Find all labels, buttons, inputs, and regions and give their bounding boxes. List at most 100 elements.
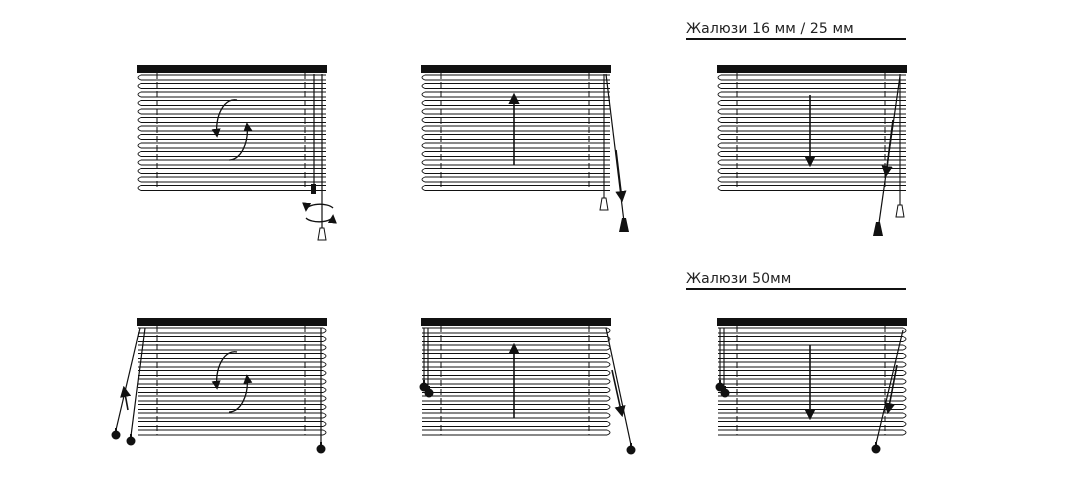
cord-tassel-icon: [873, 222, 883, 236]
rotate-arrows-icon: [228, 374, 253, 413]
slat: [718, 336, 907, 342]
slat: [421, 83, 610, 89]
slat: [138, 378, 327, 385]
slat: [718, 361, 907, 368]
slat: [717, 83, 906, 89]
slat: [718, 404, 907, 410]
slat: [421, 185, 610, 191]
slat: [421, 74, 610, 81]
headrail: [137, 65, 327, 73]
slat: [421, 100, 610, 106]
headrail: [717, 65, 907, 73]
slat: [137, 151, 326, 157]
cord-tassel-icon: [895, 204, 905, 218]
slat: [138, 429, 327, 436]
slat: [138, 387, 327, 393]
slat: [137, 134, 326, 140]
panel-raise-50mm: [419, 318, 636, 455]
slat: [422, 412, 611, 419]
slat: [718, 370, 907, 376]
slat: [718, 387, 907, 393]
slat: [718, 412, 907, 419]
headrail: [421, 318, 611, 326]
slat: [421, 159, 610, 166]
panel-raise: [421, 65, 629, 232]
slat: [137, 117, 326, 123]
headrail: [717, 318, 907, 326]
slat: [718, 395, 907, 402]
slat: [421, 176, 610, 183]
slat: [421, 134, 610, 140]
slat: [717, 159, 906, 166]
slat: [422, 353, 611, 359]
pull-down-arrow-icon: [615, 149, 627, 203]
slat: [717, 142, 906, 149]
slat: [717, 108, 906, 115]
tilt-cord: [115, 327, 141, 431]
cord-knob-icon: [126, 436, 136, 446]
pull-cord-arrow-icon: [881, 119, 894, 178]
rotate-arrows-icon: [211, 99, 238, 138]
panel-tilt-wand: [137, 65, 337, 241]
slat: [422, 429, 611, 436]
cord-tassel-icon: [619, 218, 629, 232]
slat: [421, 91, 610, 98]
slat: [717, 185, 906, 191]
slat: [422, 378, 611, 385]
wand-twist-arrow-icon: [302, 202, 334, 212]
slat: [718, 327, 907, 334]
slat: [717, 100, 906, 106]
cord-knob-icon: [871, 444, 881, 454]
slat: [422, 404, 611, 410]
slat: [717, 91, 906, 98]
cord-knob-icon: [626, 445, 636, 455]
slat: [137, 74, 326, 81]
rotate-arrows-icon: [228, 122, 253, 161]
panel-tilt-cords: [111, 318, 327, 454]
slat: [421, 125, 610, 132]
slat: [421, 117, 610, 123]
cord-knob-icon: [316, 444, 326, 454]
slat: [137, 142, 326, 149]
slat: [421, 142, 610, 149]
slat: [138, 327, 327, 334]
slat: [421, 168, 610, 174]
slat: [137, 168, 326, 174]
slat: [137, 91, 326, 98]
headrail: [137, 318, 327, 326]
slat: [137, 185, 326, 191]
slat: [138, 404, 327, 410]
tilt-cord: [130, 327, 146, 437]
slat: [137, 159, 326, 166]
slat: [138, 412, 327, 419]
slat: [422, 361, 611, 368]
rotate-arrows-icon: [211, 351, 238, 390]
cord-knob-icon: [424, 388, 434, 398]
slat: [422, 327, 611, 334]
cord-knob-icon: [111, 430, 121, 440]
slat: [717, 168, 906, 174]
panel-lower: [717, 65, 907, 236]
slat: [138, 361, 327, 368]
slat: [137, 108, 326, 115]
pull-cord-arrow-icon: [884, 364, 898, 415]
slat: [718, 421, 907, 427]
slat: [718, 429, 907, 436]
slat: [138, 353, 327, 359]
slat: [717, 125, 906, 132]
slat: [137, 100, 326, 106]
cord-knob-icon: [419, 382, 429, 392]
slat: [138, 370, 327, 376]
wand-twist-arrow-icon: [305, 214, 337, 224]
slat: [718, 344, 907, 351]
slat: [717, 74, 906, 81]
slat: [421, 108, 610, 115]
slat: [717, 151, 906, 157]
slat: [138, 336, 327, 342]
headrail: [421, 65, 611, 73]
slat: [422, 395, 611, 402]
caption-blinds-16-25mm: Жалюзи 16 мм / 25 мм: [686, 21, 854, 37]
cord-tassel-icon: [317, 227, 327, 241]
slat: [717, 176, 906, 183]
